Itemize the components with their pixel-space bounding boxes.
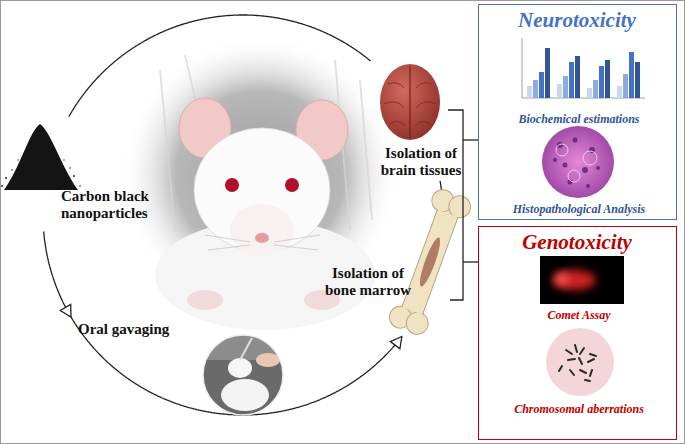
node-label: Histopathological Analysis [509,203,649,216]
brain-image [380,64,440,140]
node-label: Carbon black nanoparticles [61,188,173,221]
tissue-node: Isolation of brain tissues [372,60,470,180]
comet-image [540,256,624,304]
node-label: Neurotoxicity [479,9,675,32]
node-label: Isolation of brain tissues [372,145,470,178]
edge-label: Oral gavaging [78,321,169,338]
arrow-head [390,337,401,349]
chromosome-image [546,328,614,396]
bracket [448,110,478,300]
assay-node: Biochemical estimations [509,33,649,129]
flow-chevron [60,304,76,320]
carbon-black-pile [1,124,81,190]
gavage-photo [203,335,283,415]
tissue-node: Isolation of bone marrow [322,200,468,335]
bone-image [386,187,474,338]
assay-node: Chromosomal aberrations [509,327,649,419]
node-label: Chromosomal aberrations [509,403,649,416]
genotoxicity-box: GenotoxicityComet AssayChromosomal aberr… [478,226,677,440]
node-label: Isolation of bone marrow [322,265,414,298]
neurotoxicity-box: NeurotoxicityBiochemical estimationsHist… [478,4,677,220]
assay-node: Histopathological Analysis [509,123,649,219]
node-label: Comet Assay [509,309,649,322]
histology-image [542,126,614,198]
node-label: Biochemical estimations [509,113,649,126]
node-label: Genotoxicity [479,231,675,254]
bar-chart-icon [522,38,645,98]
material-node: Carbon black nanoparticles [3,118,173,230]
assay-node: Comet Assay [509,253,649,325]
